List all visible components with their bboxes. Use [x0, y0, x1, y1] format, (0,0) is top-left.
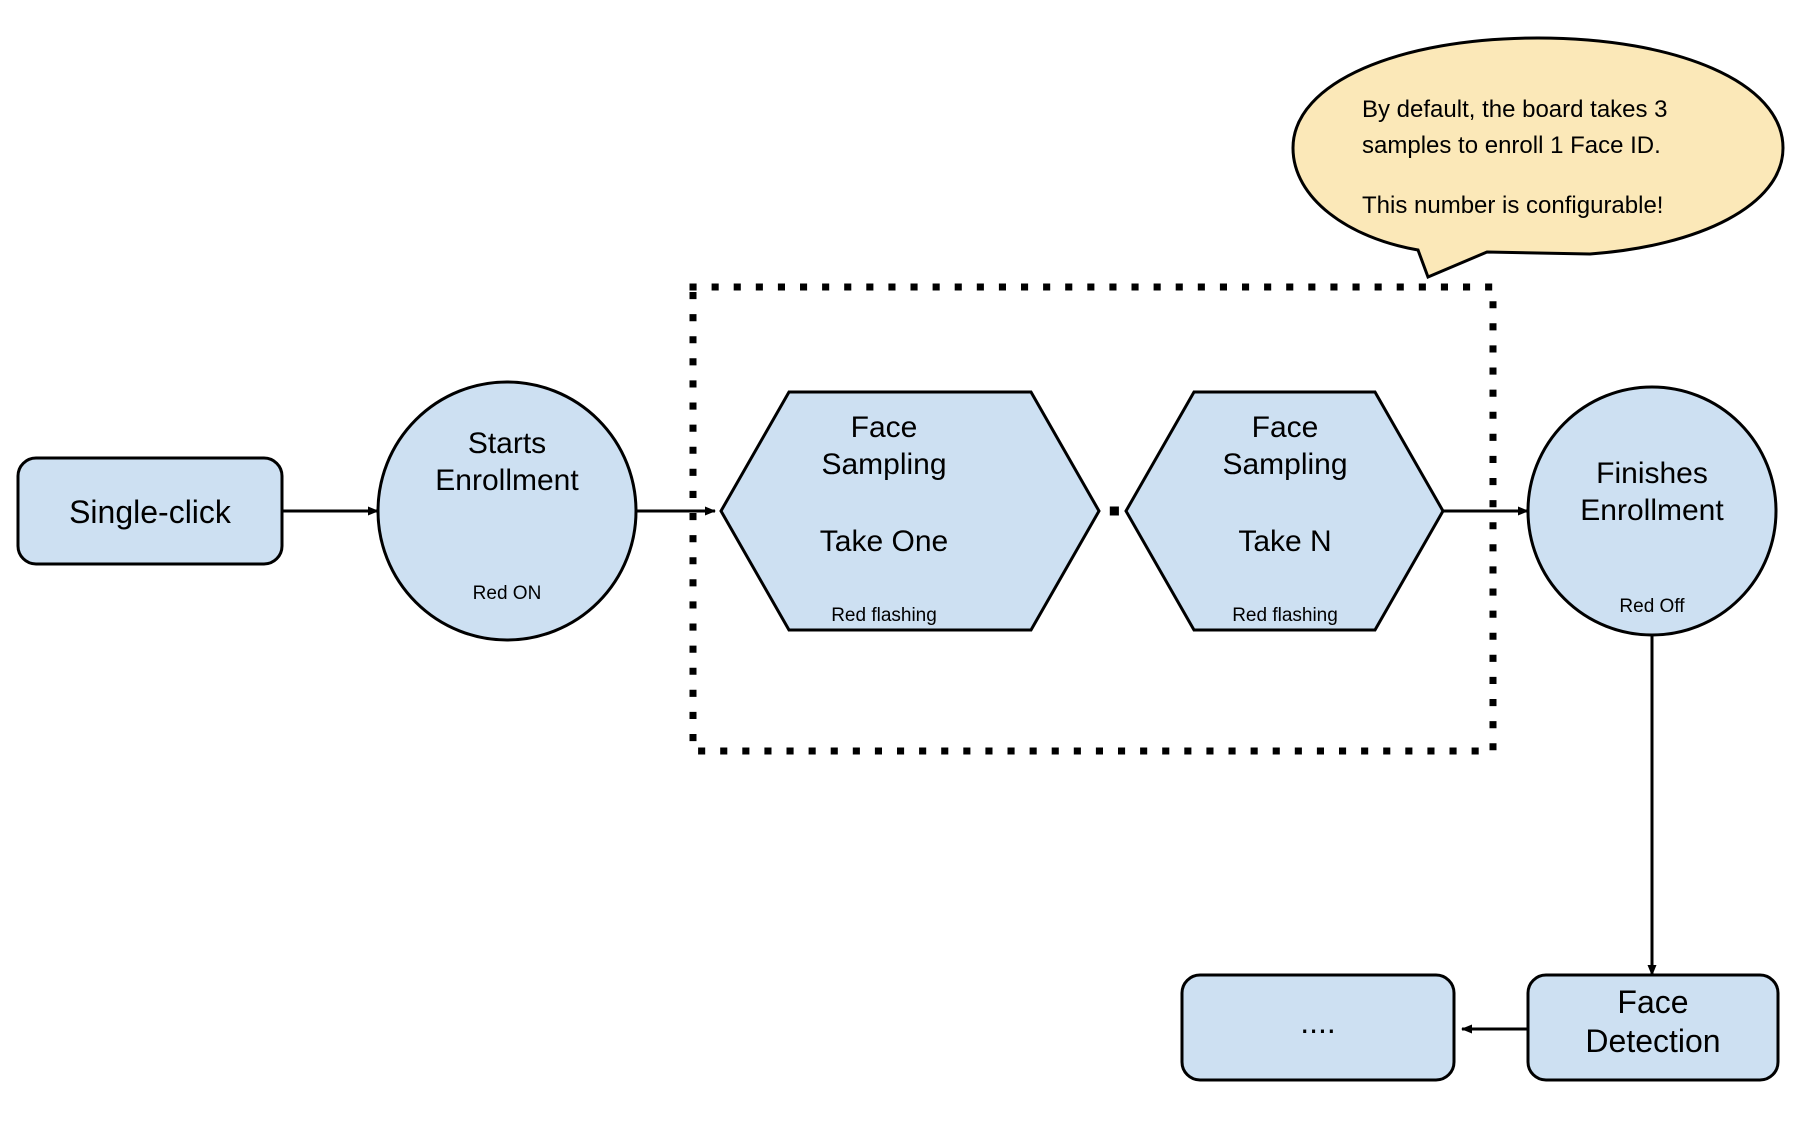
single-click-label: Single-click — [69, 494, 232, 530]
face-sampling-n-hexagon[interactable] — [1124, 390, 1445, 632]
face-sampling-one-hexagon[interactable] — [719, 390, 1101, 632]
face-detection-line1: Face — [1617, 984, 1688, 1020]
starts-enrollment-circle[interactable] — [376, 380, 638, 642]
node-finishes-enrollment[interactable]: Finishes Enrollment Red Off — [1526, 385, 1778, 637]
finishes-enrollment-line2: Enrollment — [1580, 494, 1724, 527]
callout-line-3: This number is configurable! — [1362, 192, 1663, 219]
face-detection-line2: Detection — [1585, 1023, 1720, 1059]
callout-line-2: samples to enroll 1 Face ID. — [1362, 132, 1661, 159]
face-sampling-n-take: Take N — [1238, 525, 1331, 558]
starts-enrollment-line1: Starts — [468, 427, 546, 460]
callout-bubble-shape — [1291, 36, 1785, 279]
node-face-detection[interactable]: Face Detection — [1526, 973, 1780, 1082]
starts-enrollment-status: Red ON — [473, 583, 542, 604]
callout-note: By default, the board takes 3 samples to… — [1291, 36, 1785, 279]
ellipsis-label: .... — [1300, 1004, 1336, 1040]
face-sampling-n-status: Red flashing — [1232, 605, 1338, 626]
ellipsis-box[interactable] — [1180, 973, 1456, 1082]
face-sampling-one-line2: Sampling — [821, 448, 946, 481]
face-detection-box[interactable] — [1526, 973, 1780, 1082]
finishes-enrollment-circle[interactable] — [1526, 385, 1778, 637]
node-single-click[interactable]: Single-click — [16, 456, 284, 566]
starts-enrollment-line2: Enrollment — [435, 464, 579, 497]
node-face-sampling-n[interactable]: Face Sampling Take N Red flashing — [1124, 390, 1445, 632]
callout-line-1: By default, the board takes 3 — [1362, 96, 1668, 123]
face-sampling-n-line2: Sampling — [1222, 448, 1347, 481]
node-starts-enrollment[interactable]: Starts Enrollment Red ON — [376, 380, 638, 642]
node-face-sampling-one[interactable]: Face Sampling Take One Red flashing — [719, 390, 1101, 632]
face-sampling-one-take: Take One — [820, 525, 948, 558]
finishes-enrollment-status: Red Off — [1619, 596, 1685, 617]
sampling-group-box — [689, 283, 1497, 755]
face-sampling-one-line1: Face — [851, 411, 918, 444]
single-click-box[interactable] — [16, 456, 284, 566]
face-sampling-one-status: Red flashing — [831, 605, 937, 626]
face-sampling-n-line1: Face — [1252, 411, 1319, 444]
node-ellipsis[interactable]: .... — [1180, 973, 1456, 1082]
finishes-enrollment-line1: Finishes — [1596, 457, 1708, 490]
